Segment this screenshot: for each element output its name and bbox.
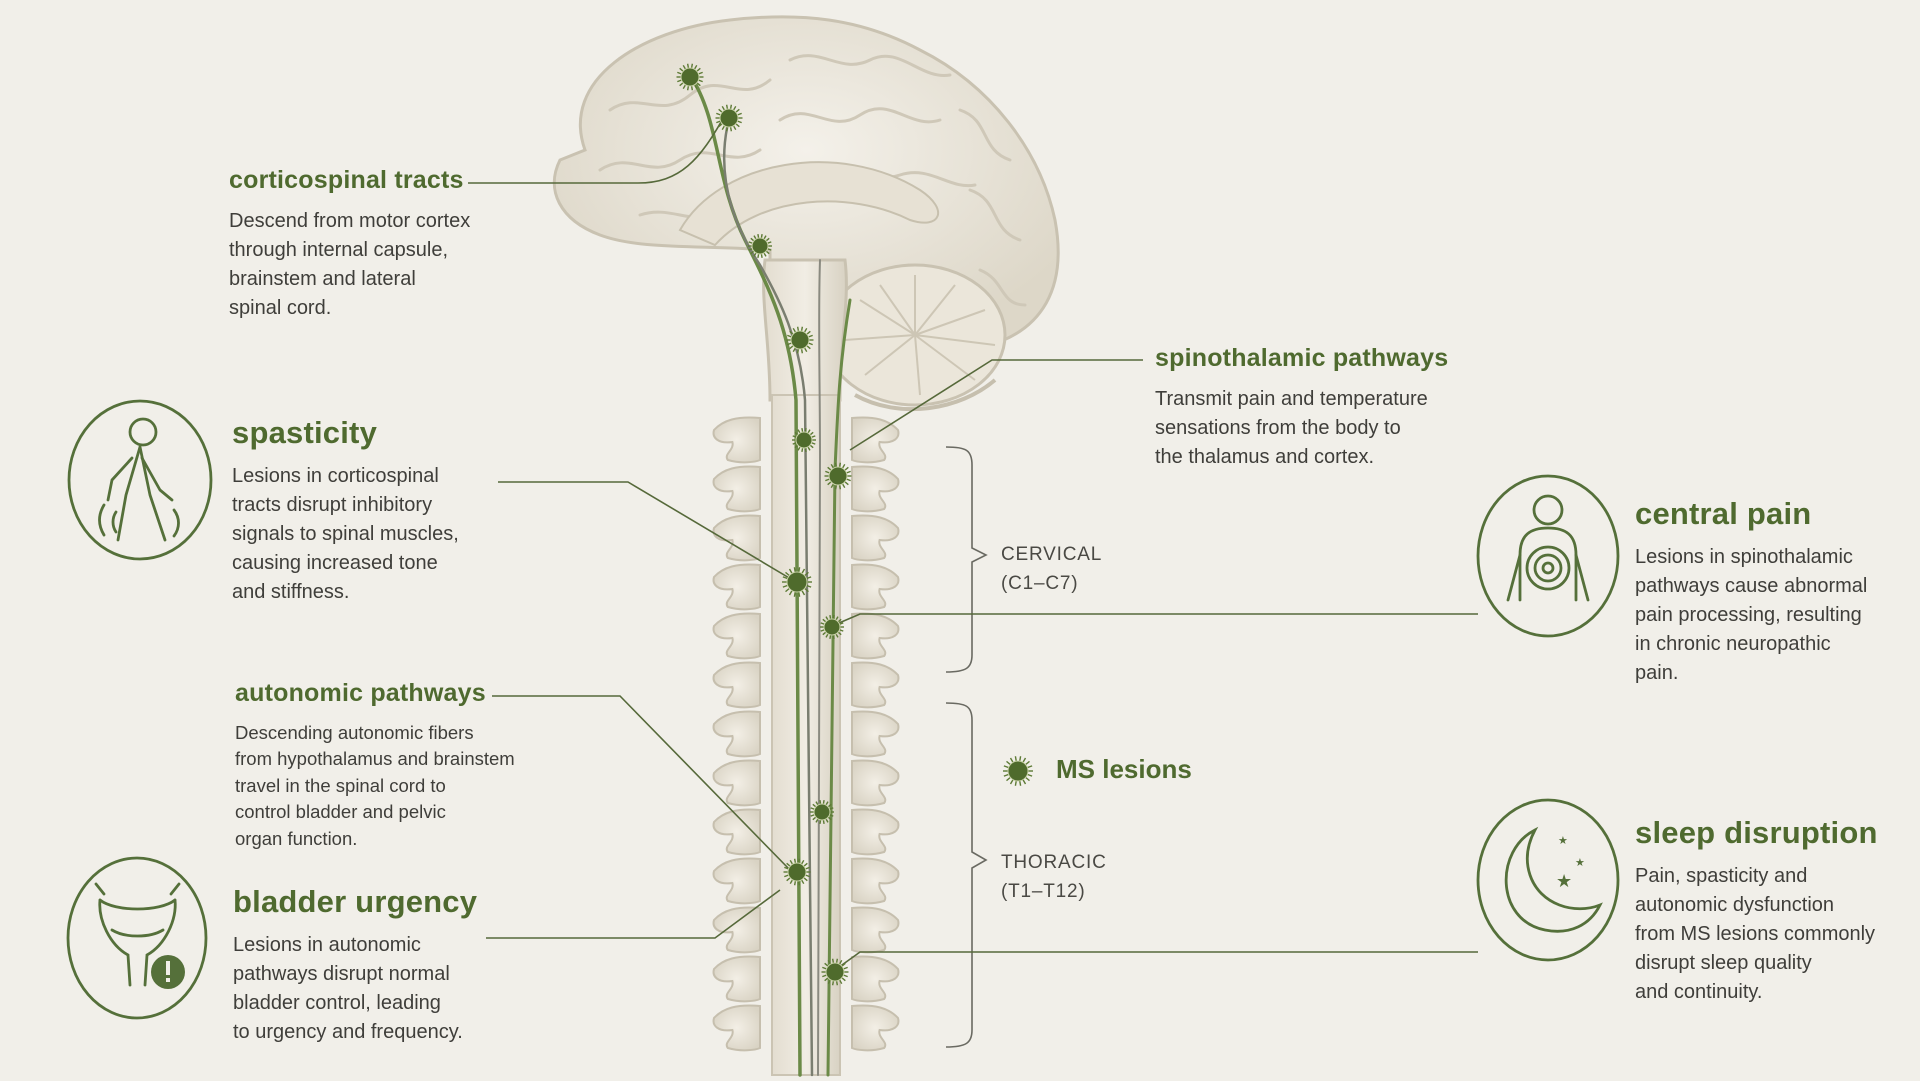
ms-lesion <box>782 567 812 597</box>
walking-person-icon <box>67 399 213 561</box>
ms-lesion <box>783 858 811 886</box>
lesions <box>676 63 852 986</box>
moon-stars-icon: ★ ★ ★ <box>1476 798 1620 962</box>
bladder-alert-icon <box>66 856 208 1020</box>
sleep-label: sleep disruption Pain, spasticity and au… <box>1635 815 1915 1007</box>
thoracic-region-label: THORACIC (T1–T12) <box>1001 852 1107 902</box>
ms-lesion <box>748 234 772 258</box>
vertebra <box>851 906 900 954</box>
vertebra <box>712 612 761 660</box>
region-brackets <box>945 446 988 1048</box>
svg-text:★: ★ <box>1558 834 1568 847</box>
vertebra <box>851 514 900 562</box>
vertebra <box>712 955 761 1003</box>
ms-lesion <box>715 104 743 132</box>
vertebra <box>851 612 900 660</box>
bladder-body: Lesions in autonomic pathways disrupt no… <box>233 934 463 1044</box>
vertebra <box>851 710 900 758</box>
vertebra <box>851 465 900 513</box>
vertebra <box>851 416 900 464</box>
vertebra <box>712 857 761 905</box>
brain <box>552 15 1060 412</box>
vertebra <box>851 661 900 709</box>
legend-label: MS lesions <box>1056 754 1192 784</box>
spasticity-title: spasticity <box>232 415 378 450</box>
autonomic-title: autonomic pathways <box>235 679 486 707</box>
vertebra <box>712 465 761 513</box>
corticospinal-body: Descend from motor cortex through intern… <box>229 209 471 319</box>
vertebra <box>851 1004 900 1052</box>
vertebra <box>712 416 761 464</box>
vertebra <box>712 759 761 807</box>
lesion-icon <box>1003 756 1033 786</box>
vertebra <box>851 759 900 807</box>
vertebra <box>712 1004 761 1052</box>
vertebra <box>851 563 900 611</box>
vertebra <box>712 710 761 758</box>
vertebra <box>851 857 900 905</box>
ms-lesion <box>810 800 834 824</box>
vertebra <box>712 906 761 954</box>
autonomic-label: autonomic pathways Descending autonomic … <box>235 679 565 852</box>
corticospinal-title: corticospinal tracts <box>229 166 464 194</box>
sleep-title: sleep disruption <box>1635 815 1878 850</box>
corticospinal-label: corticospinal tracts Descend from motor … <box>229 166 559 323</box>
spinothalamic-label: spinothalamic pathways Transmit pain and… <box>1155 344 1485 472</box>
spasticity-body: Lesions in corticospinal tracts disrupt … <box>232 465 459 604</box>
ms-lesion <box>676 63 704 91</box>
cerebellum <box>823 263 1007 412</box>
central-pain-label: central pain Lesions in spinothalamic pa… <box>1635 496 1905 688</box>
ms-lesion <box>824 462 852 490</box>
ms-lesion <box>792 428 816 452</box>
central-pain-body: Lesions in spinothalamic pathways cause … <box>1635 546 1868 685</box>
neural-tracts <box>688 73 852 1077</box>
bladder-title: bladder urgency <box>233 884 478 919</box>
vertebra <box>712 514 761 562</box>
spasticity-label: spasticity Lesions in corticospinal trac… <box>232 415 562 607</box>
leader-lines <box>468 114 1478 971</box>
vertebra <box>712 563 761 611</box>
ms-lesion <box>820 615 844 639</box>
svg-text:★: ★ <box>1575 856 1585 869</box>
ms-lesion <box>786 326 814 354</box>
vertebra <box>851 955 900 1003</box>
ms-lesion <box>1003 756 1033 786</box>
svg-text:★: ★ <box>1556 871 1572 892</box>
cervical-region-label: CERVICAL (C1–C7) <box>1001 544 1103 594</box>
vertebra <box>712 661 761 709</box>
central-pain-title: central pain <box>1635 496 1812 531</box>
sleep-body: Pain, spasticity and autonomic dysfuncti… <box>1635 865 1876 1004</box>
autonomic-body: Descending autonomic fibers from hypotha… <box>235 721 515 849</box>
vertebra <box>851 808 900 856</box>
ms-lesion <box>821 958 849 986</box>
spinothalamic-body: Transmit pain and temperature sensations… <box>1155 387 1428 468</box>
body-pain-icon <box>1476 474 1620 638</box>
bladder-label: bladder urgency Lesions in autonomic pat… <box>233 884 563 1047</box>
spinothalamic-title: spinothalamic pathways <box>1155 344 1449 372</box>
vertebra <box>712 808 761 856</box>
